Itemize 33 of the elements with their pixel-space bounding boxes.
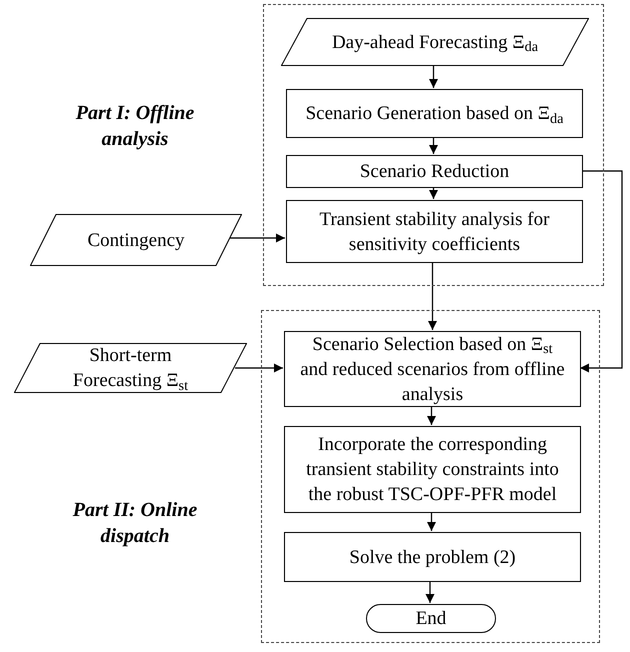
input-parallelogram [14,343,247,393]
arrow [427,512,436,531]
dashed-group-frame [263,4,604,286]
arrow [235,364,283,372]
arrow [428,262,437,330]
arrow [230,234,285,242]
section-heading: Part I: Offline analysis [74,101,196,152]
node-text: Incorporate the corresponding transient stability constraints into the robust TSC-OPF-PFR model [305,433,560,507]
process-box [286,89,583,138]
process-box [286,200,583,263]
process-box [284,532,581,582]
node-text: Contingency [86,228,186,252]
section-heading: Part II: Online dispatch [72,498,198,549]
node-text: Scenario Reduction [358,160,510,184]
node-text: Scenario Generation based on Ξ$_{da}$ [304,102,564,126]
node-text: Day-ahead Forecasting Ξ$_{da}$ [330,30,540,54]
process-box [284,426,581,513]
process-box [286,155,583,188]
dashed-group-frame [261,310,600,643]
input-parallelogram [281,18,589,66]
arrow [429,137,438,154]
input-parallelogram [30,214,242,266]
terminator-box [366,604,496,633]
arrow [429,65,438,88]
node-text: Scenario Selection based on Ξ$_{st}$ and reduced scenarios from offline analysis [299,332,566,406]
node-text: Transient stability analysis for sensitivity coefficients [318,208,550,256]
arrow [426,581,434,603]
node-text: Short-term Forecasting Ξ$_{st}$ [72,344,190,393]
arrow [429,187,438,199]
node-text: End [414,607,448,631]
arrow [427,406,436,425]
node-text: Solve the problem (2) [348,546,517,570]
arrow [580,170,623,372]
